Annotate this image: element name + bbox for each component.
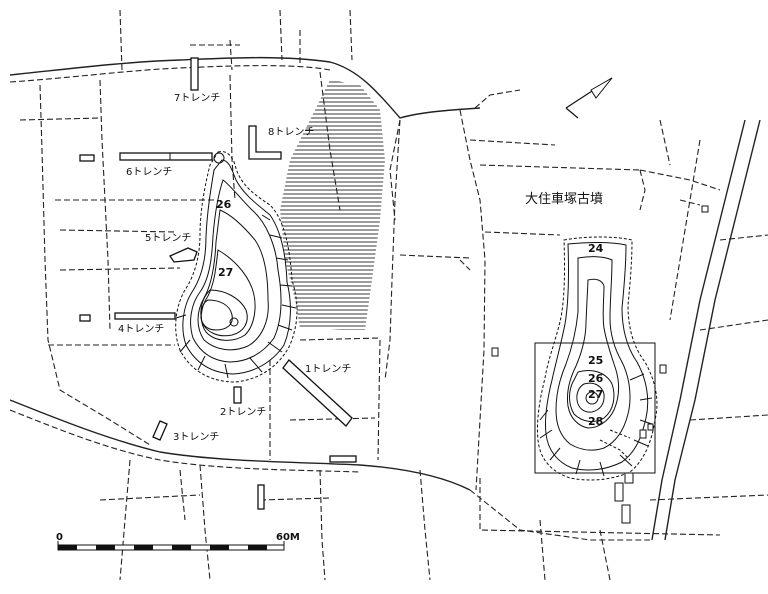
trench-3-label: 3トレンチ (173, 431, 219, 443)
trench-8-label: 8トレンチ (268, 126, 314, 138)
east-contour-28: 28 (588, 415, 603, 428)
east-contour-27: 27 (588, 388, 603, 401)
trench-7-label: 7トレンチ (174, 92, 220, 104)
east-kofun: 24 25 26 27 28 (479, 205, 721, 536)
trench-6 (119, 152, 213, 161)
trench-5-label: 5トレンチ (145, 232, 191, 244)
trench-2 (233, 386, 242, 404)
trenches (79, 57, 357, 510)
trench-2-label: 2トレンチ (220, 406, 266, 418)
trench-1-label: 1トレンチ (305, 363, 351, 375)
trench-5 (169, 247, 198, 263)
trench-6-label: 6トレンチ (126, 166, 172, 178)
field-boundaries (9, 9, 768, 581)
scale-end-label: 60M (276, 532, 300, 543)
trench-3 (152, 420, 168, 441)
trench-8 (248, 125, 282, 160)
west-contour-27: 27 (218, 266, 233, 279)
north-arrow-icon (565, 77, 613, 119)
west-mound: 26 27 (175, 151, 298, 383)
east-contour-26: 26 (588, 372, 604, 385)
trench-7 (190, 57, 199, 91)
trench-4 (114, 312, 176, 320)
trench-1 (282, 359, 353, 427)
hatched-area (280, 80, 385, 330)
west-contour-26: 26 (216, 198, 232, 211)
east-contour-25: 25 (588, 354, 603, 367)
scale-bar: 0 60M (56, 532, 300, 551)
trench-4-label: 4トレンチ (118, 323, 164, 335)
kofun-name-label: 大住車塚古墳 (525, 192, 603, 207)
east-contour-24: 24 (588, 242, 604, 255)
scale-start-label: 0 (56, 532, 63, 543)
